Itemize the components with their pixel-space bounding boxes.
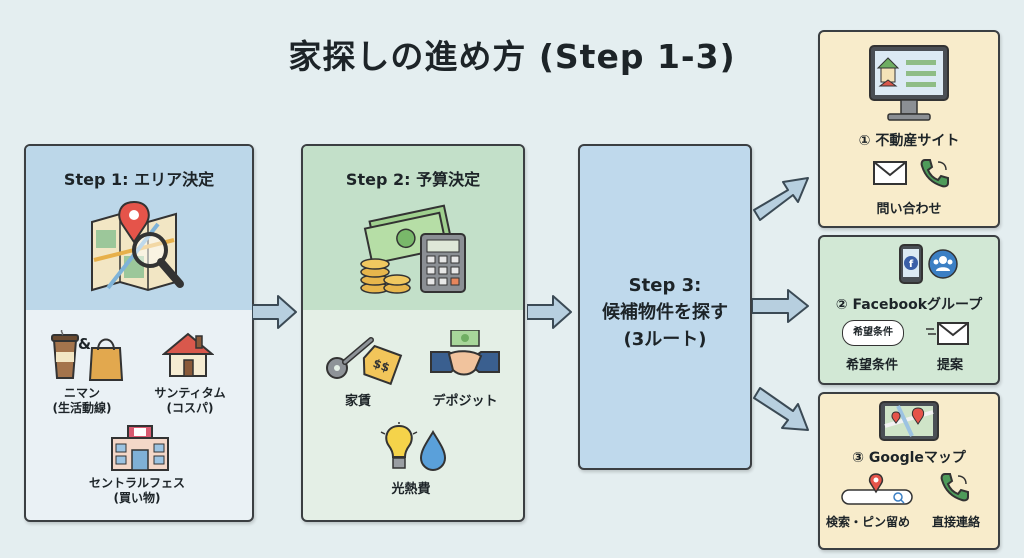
budget-item-rent: 家賃 (344, 394, 371, 409)
svg-text:$$: $$ (371, 356, 391, 375)
map-search-icon (88, 200, 198, 300)
budget-item-deposit: デポジット (432, 394, 498, 409)
arrow-to-route3 (752, 386, 812, 440)
route2-right-label: 提案 (936, 358, 963, 373)
step3-panel: Step 3: 候補物件を探す (3ルート) (578, 144, 752, 470)
map-search-bar-icon (840, 472, 914, 508)
svg-text:f: f (909, 259, 914, 270)
arrow-to-route1 (752, 170, 812, 222)
computer-monitor-icon (868, 44, 950, 122)
route2-left-label: 希望条件 (845, 358, 898, 373)
step1-title: Step 1: エリア決定 (63, 170, 215, 189)
money-calculator-icon (357, 204, 471, 296)
group-people-icon (928, 249, 958, 279)
utilities-icon (379, 422, 449, 474)
option-label-central-festival: セントラルフェス (買い物) (26, 476, 248, 506)
page-title: 家探しの進め方 (Step 1-3) (288, 37, 736, 76)
arrow-step2-to-step3 (527, 294, 573, 330)
shopping-mall-icon (108, 424, 172, 472)
route3-title: ③ Googleマップ (852, 450, 966, 466)
envelope-send-icon (926, 321, 970, 347)
step3-routes-count: (3ルート) (623, 329, 707, 350)
option-label-central-name: セントラルフェス (88, 476, 185, 490)
phone-icon (918, 156, 952, 190)
route3-google-maps: ③ Googleマップ 検索・ピン留め 直接連絡 (818, 392, 1000, 550)
route3-left-label: 検索・ピン留め (825, 515, 910, 529)
handshake-icon (429, 330, 501, 382)
preferences-speech-bubble: 希望条件 (842, 320, 904, 346)
step3-text: Step 3: 候補物件を探す (3ルート) (580, 272, 750, 353)
option-label-santitham-note: (コスパ) (166, 401, 214, 415)
route1-title: ① 不動産サイト (858, 133, 960, 149)
envelope-icon (872, 160, 908, 186)
step3-description: 候補物件を探す (602, 302, 728, 323)
step3-label: Step 3: (628, 275, 702, 296)
option-label-santitham: サンティタム (コスパ) (138, 386, 242, 416)
route1-real-estate-site: ① 不動産サイト 問い合わせ (818, 30, 1000, 228)
option-label-nimman-name: ニマン (63, 386, 100, 400)
arrow-to-route2 (752, 288, 812, 324)
route2-facebook-group: f ② Facebookグループ 希望条件 希望条件 提案 (818, 235, 1000, 385)
step2-panel: Step 2: 予算決定 (301, 144, 525, 522)
key-tag-icon: $$ (323, 326, 403, 386)
coffee-shopping-icon (50, 330, 124, 382)
smartphone-facebook-icon: f (898, 243, 924, 285)
route2-title: ② Facebookグループ (835, 297, 983, 313)
phone-call-icon (938, 470, 972, 504)
arrow-step1-to-step2 (252, 294, 298, 330)
option-label-central-note: (買い物) (113, 491, 161, 505)
step1-panel: Step 1: エリア決定 & (24, 144, 254, 522)
option-label-santitham-name: サンティタム (154, 386, 226, 400)
house-icon (162, 332, 214, 378)
budget-item-utilities: 光熱費 (391, 482, 431, 497)
step2-title: Step 2: 予算決定 (345, 170, 481, 189)
option-label-nimman-note: (生活動線) (52, 401, 112, 415)
ampersand-mark: & (78, 335, 92, 353)
tablet-map-icon (878, 400, 940, 442)
option-label-nimman: ニマン (生活動線) (32, 386, 132, 416)
route1-action: 問い合わせ (876, 202, 942, 217)
route3-right-label: 直接連絡 (931, 515, 980, 529)
